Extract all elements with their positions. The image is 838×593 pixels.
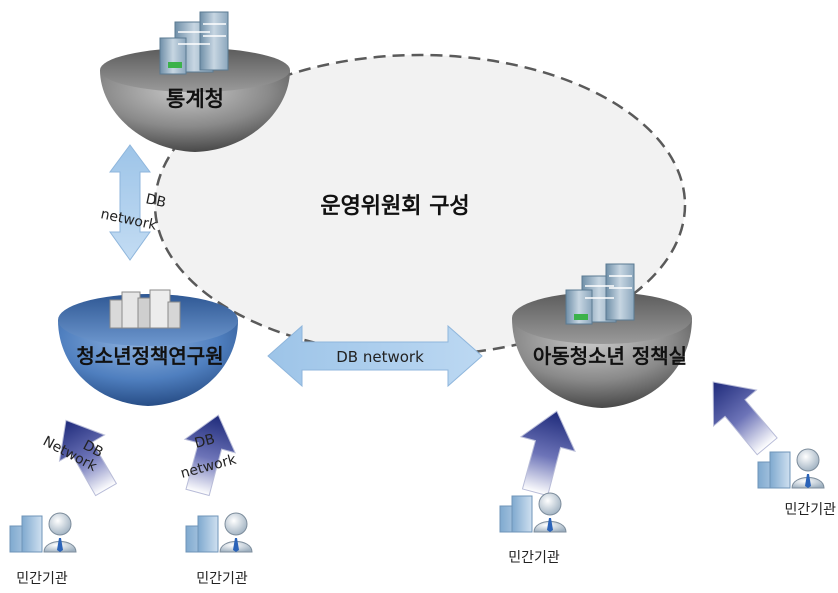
db-network-arrow-stat-youth: DB network bbox=[99, 144, 167, 261]
node-child-youth-policy-office: 아동청소년 정책실 bbox=[512, 263, 692, 408]
db-network-label-line1: DB bbox=[144, 191, 167, 211]
private-org-1: 민간기관 bbox=[9, 512, 77, 587]
node-statistics-office: 통계청 bbox=[100, 11, 290, 152]
org-building-person-icon bbox=[185, 512, 253, 553]
db-network-arrow-private-c bbox=[519, 410, 576, 497]
building-icon bbox=[159, 11, 229, 75]
org-label: 민간기관 bbox=[508, 550, 560, 566]
org-label: 민간기관 bbox=[16, 571, 68, 587]
node-youth-policy-institute: 청소년정책연구원 bbox=[58, 289, 238, 406]
org-label: 민간기관 bbox=[784, 502, 836, 518]
org-building-person-icon bbox=[757, 448, 825, 489]
db-network-arrow-private-d bbox=[712, 381, 778, 456]
committee-label: 운영위원회 구성 bbox=[320, 194, 469, 219]
db-network-label: DB network bbox=[336, 348, 424, 366]
building-icon bbox=[565, 263, 635, 325]
org-building-person-icon bbox=[9, 512, 77, 553]
db-network-arrow-youth-child: DB network bbox=[267, 324, 483, 388]
org-label: 민간기관 bbox=[196, 571, 248, 587]
db-network-arrow-private-a: DB Network bbox=[40, 419, 118, 497]
db-network-arrow-private-b: DB network bbox=[179, 414, 239, 497]
org-building-person-icon bbox=[499, 492, 567, 533]
node-label: 아동청소년 정책실 bbox=[533, 344, 687, 368]
node-label: 청소년정책연구원 bbox=[76, 344, 223, 368]
building-icon bbox=[109, 289, 181, 329]
private-org-3: 민간기관 bbox=[499, 492, 567, 566]
private-org-4: 민간기관 bbox=[757, 448, 836, 518]
node-label: 통계청 bbox=[166, 87, 224, 111]
private-org-2: 민간기관 bbox=[185, 512, 253, 587]
db-network-label-line1: DB bbox=[193, 431, 217, 452]
